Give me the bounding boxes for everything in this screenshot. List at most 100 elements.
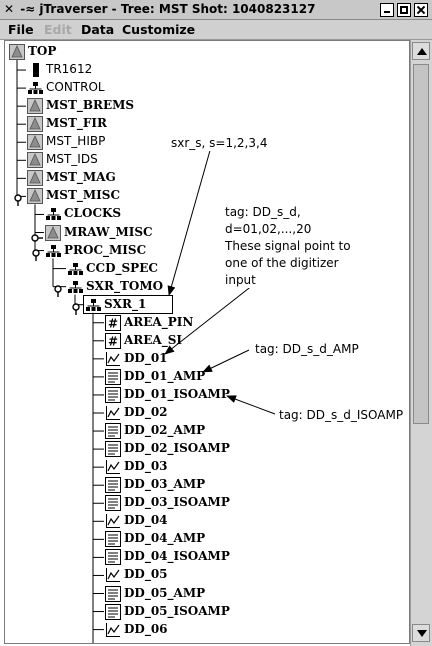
text-icon bbox=[105, 585, 121, 602]
tree-node-label: DD_02_AMP bbox=[124, 423, 206, 438]
device-icon bbox=[27, 62, 43, 78]
annotation-tag-line1: tag: DD_s_d, bbox=[225, 204, 301, 220]
annotation-tag-line4: one of the digitizer bbox=[225, 255, 339, 271]
text-icon bbox=[105, 368, 121, 385]
window-title: jTraverser - Tree: MST Shot: 1040823127 bbox=[39, 2, 316, 16]
signal-icon bbox=[105, 405, 121, 421]
structure-icon bbox=[45, 243, 61, 259]
scroll-up-arrow-icon[interactable] bbox=[412, 42, 430, 60]
expanded-handle-icon[interactable] bbox=[71, 300, 81, 315]
tree-node-label: MRAW_MISC bbox=[64, 224, 153, 239]
annotation-amp: tag: DD_s_d_AMP bbox=[255, 341, 359, 357]
arrow-sxr bbox=[167, 146, 212, 296]
tree-node-label: SXR_TOMO bbox=[86, 278, 164, 293]
tree-node-label: DD_03 bbox=[124, 459, 168, 474]
text-icon bbox=[105, 495, 121, 512]
tree-node-label: CCD_SPEC bbox=[86, 260, 158, 275]
arrow-amp bbox=[202, 349, 250, 373]
collapsed-handle-icon[interactable] bbox=[31, 228, 43, 242]
tree-node-label: DD_06 bbox=[124, 621, 168, 636]
tree-node-label: MST_FIR bbox=[46, 116, 107, 131]
menu-data[interactable]: Data bbox=[81, 22, 115, 37]
menu-file[interactable]: File bbox=[8, 22, 34, 37]
tree-node-label: DD_04_ISOAMP bbox=[124, 549, 230, 564]
tree-node-label: MST_IDS bbox=[46, 152, 98, 167]
selected-node-outline bbox=[83, 294, 173, 314]
structure-icon bbox=[27, 80, 43, 96]
tree-node-label: SXR_1 bbox=[104, 296, 147, 311]
annotation-sxr: sxr_s, s=1,2,3,4 bbox=[171, 135, 268, 151]
subtree-icon bbox=[27, 116, 43, 133]
arrow-dd bbox=[164, 284, 254, 355]
tree-node-label: MST_MISC bbox=[46, 188, 120, 203]
tree-node-label: CONTROL bbox=[46, 80, 105, 95]
menu-bar: File Edit Data Customize bbox=[0, 20, 432, 40]
tree-node-label: TR1612 bbox=[46, 62, 93, 77]
text-icon bbox=[105, 531, 121, 548]
expanded-handle-icon[interactable] bbox=[53, 282, 63, 297]
close-button[interactable] bbox=[414, 3, 428, 17]
window-menu-icon[interactable]: ✕ bbox=[4, 2, 15, 16]
subtree-icon bbox=[27, 152, 43, 169]
structure-icon bbox=[67, 279, 83, 295]
signal-icon bbox=[105, 622, 121, 638]
text-icon bbox=[105, 423, 121, 440]
tree-node-label: DD_02_ISOAMP bbox=[124, 441, 230, 456]
tree-top-icon bbox=[9, 44, 25, 60]
scroll-down-arrow-icon[interactable] bbox=[412, 624, 430, 642]
maximize-button[interactable] bbox=[397, 3, 411, 17]
tree-node-label: DD_03_AMP bbox=[124, 477, 206, 492]
subtree-icon bbox=[45, 224, 61, 241]
menu-customize[interactable]: Customize bbox=[122, 22, 196, 37]
tree-node-label: TOP bbox=[28, 44, 57, 58]
annotation-tag-line5: input bbox=[225, 272, 256, 288]
signal-icon bbox=[105, 351, 121, 367]
menu-edit[interactable]: Edit bbox=[44, 22, 72, 37]
minimize-button[interactable] bbox=[380, 3, 394, 17]
tree-node-label: AREA_SI bbox=[124, 332, 183, 347]
tree-node-label: MST_MAG bbox=[46, 170, 116, 185]
signal-icon bbox=[105, 567, 121, 583]
subtree-icon bbox=[27, 170, 43, 187]
vertical-scrollbar[interactable] bbox=[410, 40, 432, 646]
annotation-tag-line2: d=01,02,...,20 bbox=[225, 221, 312, 237]
tree-node-label: PROC_MISC bbox=[64, 242, 147, 257]
structure-icon bbox=[85, 297, 101, 313]
title-bar[interactable]: ✕ -≈ jTraverser - Tree: MST Shot: 104082… bbox=[0, 0, 432, 20]
annotation-arrows bbox=[164, 146, 276, 415]
signal-icon bbox=[105, 513, 121, 529]
tree-node-label: DD_05 bbox=[124, 567, 168, 582]
numeric-icon: # bbox=[105, 314, 121, 331]
signal-icon bbox=[105, 459, 121, 475]
tree-node-label: MST_HIBP bbox=[46, 134, 106, 149]
subtree-icon bbox=[27, 188, 43, 205]
svg-text:#: # bbox=[108, 334, 118, 348]
scrollbar-thumb[interactable] bbox=[413, 64, 429, 424]
title-prefix: -≈ bbox=[20, 2, 36, 16]
arrow-isoamp bbox=[226, 395, 276, 415]
tree-node-label: DD_04_AMP bbox=[124, 531, 206, 546]
tree-node-label: AREA_PIN bbox=[124, 314, 194, 329]
expanded-handle-icon[interactable] bbox=[31, 246, 41, 261]
svg-text:#: # bbox=[108, 316, 118, 330]
text-icon bbox=[105, 441, 121, 458]
text-icon bbox=[105, 386, 121, 403]
text-icon bbox=[105, 603, 121, 620]
structure-icon bbox=[45, 206, 61, 222]
tree-node-label: DD_02 bbox=[124, 405, 168, 419]
tree-view[interactable]: sxr_s, s=1,2,3,4 tag: DD_s_d, d=01,02,..… bbox=[4, 40, 410, 644]
tree-node-label: CLOCKS bbox=[64, 206, 122, 221]
annotation-tag-line3: These signal point to bbox=[225, 238, 351, 254]
text-icon bbox=[105, 549, 121, 566]
expanded-handle-icon[interactable] bbox=[13, 191, 23, 207]
structure-icon bbox=[67, 261, 83, 277]
tree-node-label: DD_05_ISOAMP bbox=[124, 603, 230, 618]
tree-node-label: DD_04 bbox=[124, 513, 168, 528]
tree-node-label: DD_05_AMP bbox=[124, 585, 206, 600]
tree-node-label: DD_01_ISOAMP bbox=[124, 386, 230, 401]
tree-node-label: DD_03_ISOAMP bbox=[124, 495, 230, 510]
tree-node-label: DD_01 bbox=[124, 350, 168, 365]
subtree-icon bbox=[27, 134, 43, 151]
tree-node-label: MST_BREMS bbox=[46, 98, 135, 113]
tree-node-label: DD_01_AMP bbox=[124, 368, 206, 383]
